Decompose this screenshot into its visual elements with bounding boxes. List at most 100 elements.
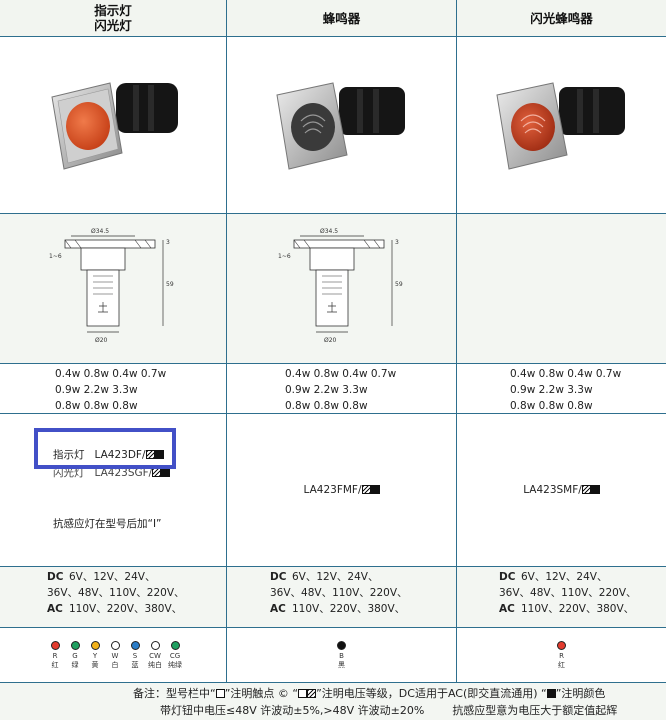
- power-line: 0.8w 0.8w 0.8w: [510, 400, 593, 412]
- dim-top-diameter: Ø34.5: [320, 228, 338, 235]
- header-buzzer: 蜂鸣器: [227, 0, 457, 36]
- dim-bottom-diameter: Ø20: [95, 337, 108, 344]
- indicator-model-line: 指示灯 LA423DF/: [53, 447, 164, 462]
- note-prefix: 备注：型号栏中“: [133, 687, 216, 700]
- footnote: 备注：型号栏中“ ”注明触点 © “ ”注明电压等级，DC适用于AC(即交直流通用)…: [0, 683, 666, 720]
- flash-buzzer-power: 0.4w 0.8w 0.4w 0.7w 0.9w 2.2w 3.3w 0.8w …: [457, 364, 666, 413]
- indicator-voltage: DC 6V、12V、24V、 36V、48V、110V、220V、 AC 110V、…: [0, 567, 227, 627]
- color-code: W: [111, 651, 119, 660]
- flash-buzzer-model: LA423SMF/: [523, 484, 600, 496]
- model-row: LA423FMF/ LA423SMF/: [0, 414, 666, 567]
- color-dot: [70, 640, 80, 650]
- ac-values: 110V、220V、380V、: [292, 603, 406, 615]
- indicator-power: 0.4w 0.8w 0.4w 0.7w 0.9w 2.2w 3.3w 0.8w …: [0, 364, 227, 413]
- color-dot: [110, 640, 120, 650]
- indicator-models: [0, 414, 227, 566]
- dc-label: DC: [47, 571, 64, 583]
- dim-height: 59: [166, 281, 174, 288]
- buzzer-model-cell: LA423FMF/: [227, 414, 457, 566]
- color-dot: [150, 640, 160, 650]
- note-part2: ”注明电压等级，DC适用于AC(即交直流通用) “: [316, 687, 547, 700]
- power-line: 0.8w 0.8w 0.8w: [285, 400, 368, 412]
- ac-values: 110V、220V、380V、: [69, 603, 183, 615]
- color-name: 纯白: [148, 660, 162, 669]
- buzzer-drawing: Ø34.5 Ø20 59 3 1~6: [227, 214, 457, 363]
- dim-panel: 1~6: [278, 253, 291, 260]
- ac-label: AC: [499, 603, 515, 615]
- note-line2a: 带灯钮中电压≤48V 许波动±5%,>48V 许波动±20%: [160, 704, 425, 717]
- power-line: 0.9w 2.2w 3.3w: [285, 384, 368, 396]
- color-dot: [337, 640, 346, 650]
- indicator-model: LA423DF/: [94, 449, 146, 461]
- color-dot: [130, 640, 140, 650]
- indicator-lamp-image: [51, 82, 178, 170]
- buzzer-model: LA423FMF/: [304, 484, 380, 496]
- dc-values-2: 36V、48V、110V、220V、: [499, 587, 637, 599]
- indicator-drawing: Ø34.5 Ø20 59 3 1~6: [0, 214, 227, 363]
- ac-values: 110V、220V、380V、: [521, 603, 635, 615]
- flash-model-line: 闪光灯 LA423SGF/: [53, 465, 171, 480]
- color-code: CW: [149, 651, 161, 660]
- dc-values: 6V、12V、24V、: [69, 571, 156, 583]
- header-row: 指示灯 闪光灯 蜂鸣器 闪光蜂鸣器: [0, 0, 666, 37]
- dc-values: 6V、12V、24V、: [521, 571, 608, 583]
- buzzer-photo: [227, 37, 457, 213]
- dim-flange: 3: [395, 239, 399, 246]
- power-line: 0.9w 2.2w 3.3w: [55, 384, 138, 396]
- note-part1: ”注明触点 © “: [224, 687, 299, 700]
- dim-height: 59: [395, 281, 403, 288]
- color-name: 黄: [91, 660, 99, 669]
- flash-buzzer-image: [495, 82, 625, 170]
- ac-label: AC: [270, 603, 286, 615]
- header-indicator-label: 指示灯: [94, 3, 132, 18]
- color-name: 黑: [338, 660, 345, 669]
- power-row: 0.4w 0.8w 0.4w 0.7w 0.9w 2.2w 3.3w 0.8w …: [0, 364, 666, 414]
- dim-top-diameter: Ø34.5: [91, 228, 109, 235]
- color-code: Y: [92, 651, 98, 660]
- color-name: 蓝: [131, 660, 139, 669]
- dimension-drawing: Ø34.5 Ø20 59 3 1~6: [278, 228, 403, 344]
- drawing-row: Ø34.5 Ø20 59 3 1~6 Ø34.5: [0, 214, 666, 364]
- color-code: B: [339, 651, 344, 660]
- ac-label: AC: [47, 603, 63, 615]
- note-line2b: 抗感应型意为电压大于额定值起辉: [452, 704, 618, 717]
- buzzer-power: 0.4w 0.8w 0.4w 0.7w 0.9w 2.2w 3.3w 0.8w …: [227, 364, 457, 413]
- dc-values-2: 36V、48V、110V、220V、: [47, 587, 185, 599]
- color-code: R: [559, 651, 564, 660]
- color-code: S: [132, 651, 138, 660]
- indicator-label: 指示灯: [53, 449, 85, 461]
- dim-bottom-diameter: Ø20: [324, 337, 337, 344]
- color-dot: [90, 640, 100, 650]
- color-name: 红: [51, 660, 59, 669]
- flash-label: 闪光灯: [53, 467, 85, 479]
- header-flash-label: 闪光灯: [94, 18, 132, 33]
- color-name: 绿: [71, 660, 79, 669]
- flash-model: LA423SGF/: [94, 467, 153, 479]
- indicator-photo: [0, 37, 227, 213]
- color-name: 白: [111, 660, 119, 669]
- color-name: 纯绿: [168, 660, 182, 669]
- color-code: R: [52, 651, 58, 660]
- power-line: 0.4w 0.8w 0.4w 0.7w: [510, 368, 622, 380]
- dim-flange: 3: [166, 239, 170, 246]
- power-line: 0.4w 0.8w 0.4w 0.7w: [55, 368, 167, 380]
- power-line: 0.8w 0.8w 0.8w: [55, 400, 138, 412]
- power-line: 0.4w 0.8w 0.4w 0.7w: [285, 368, 397, 380]
- note-part3: ”注明颜色: [555, 687, 606, 700]
- header-flash-buzzer: 闪光蜂鸣器: [530, 10, 593, 26]
- power-line: 0.9w 2.2w 3.3w: [510, 384, 593, 396]
- dc-label: DC: [270, 571, 287, 583]
